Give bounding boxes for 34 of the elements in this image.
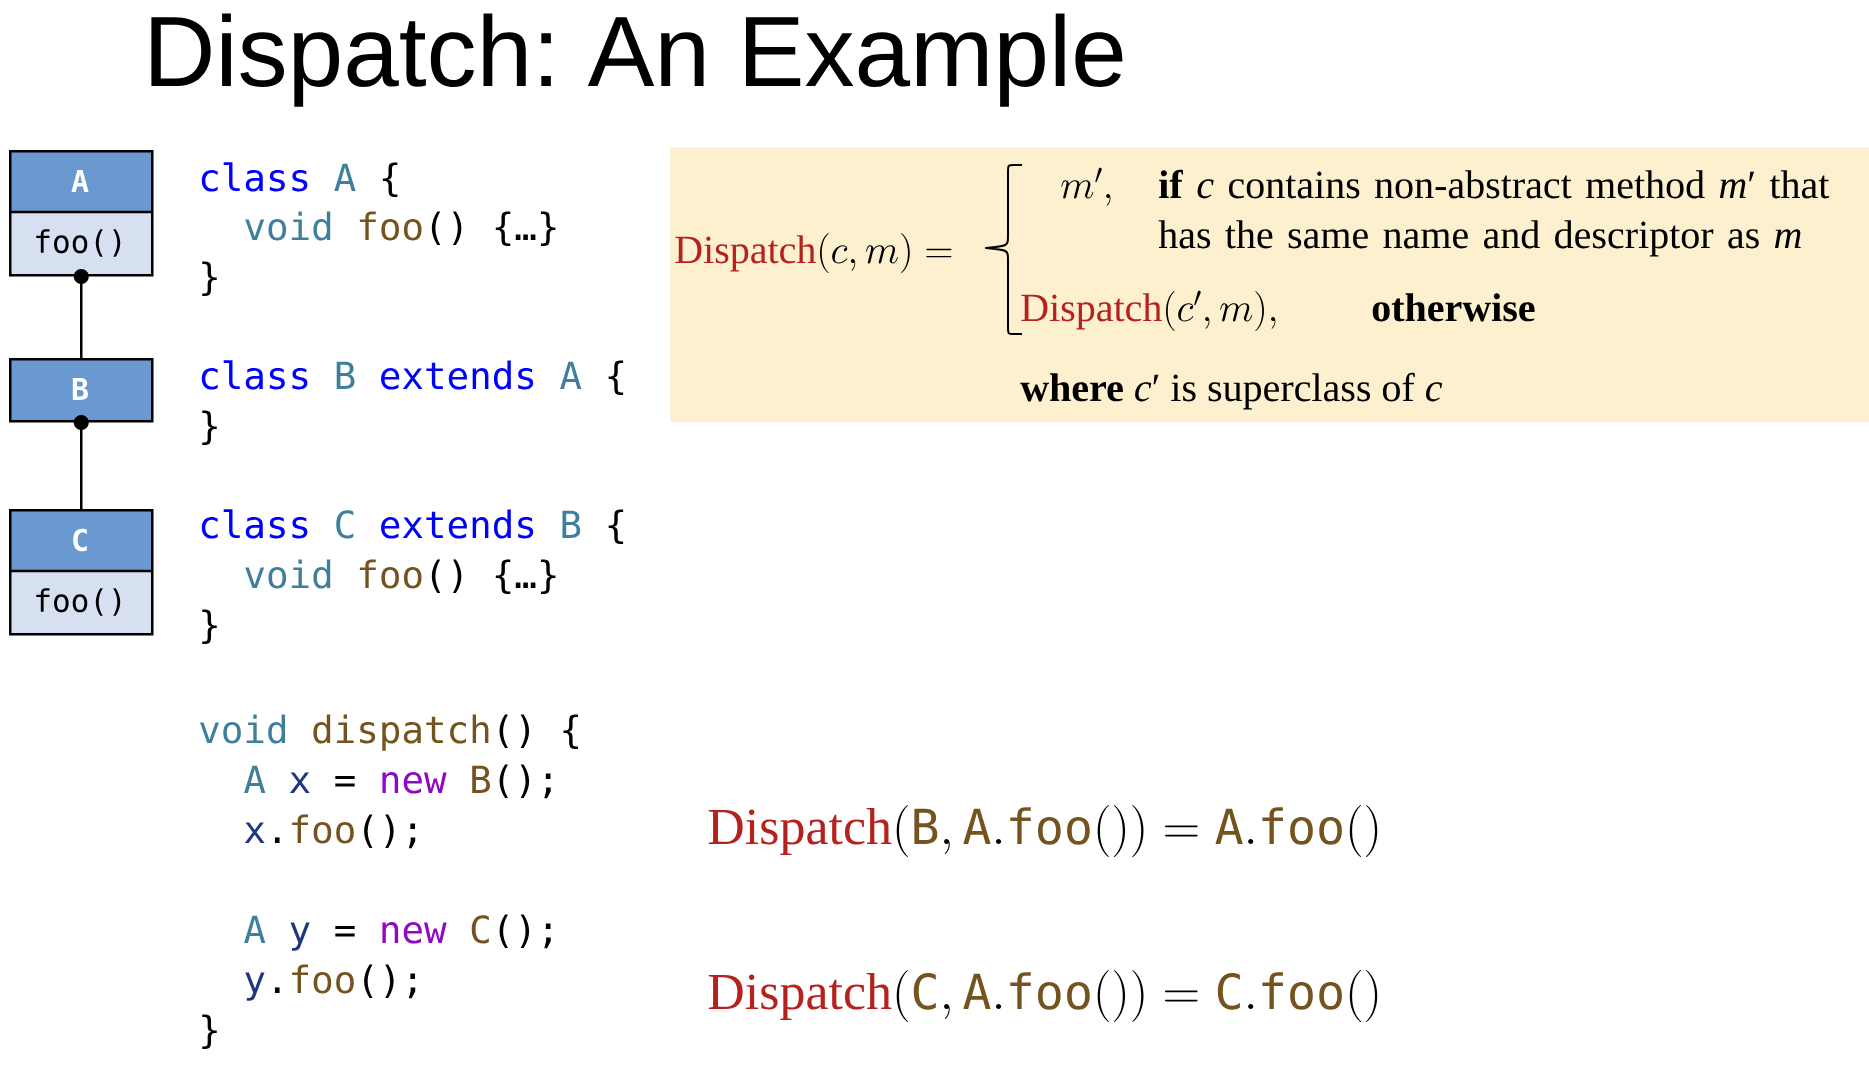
code-line: class A { — [201, 162, 398, 198]
code-line: void foo() {…} — [245, 211, 556, 247]
code-line: class B extends A { — [201, 360, 624, 396]
class-name: B — [72, 378, 88, 400]
connector-line — [73, 269, 89, 358]
method-name: foo() — [36, 229, 121, 257]
class-box — [9, 358, 154, 423]
code-line: void dispatch() { — [200, 714, 578, 751]
class-name: A — [71, 170, 89, 192]
code-line: y.foo(); — [245, 964, 416, 1001]
code-line: A x = new B(); — [244, 764, 551, 799]
code-line: x.foo(); — [244, 814, 416, 849]
code-line: } — [202, 410, 217, 446]
condition-text: otherwise — [1372, 293, 1535, 322]
class-name: C — [73, 528, 87, 552]
code-line: } — [202, 609, 217, 645]
code-line: A y = new C(); — [244, 914, 551, 951]
class-box — [9, 509, 154, 636]
note-text: where c′ is superclass of c — [1020, 372, 1443, 410]
code-line: } — [202, 1014, 217, 1050]
formula: $m',$ — [1061, 167, 1111, 206]
connector-line — [73, 415, 89, 509]
code-line: } — [202, 261, 217, 297]
method-name: foo() — [36, 588, 121, 616]
condition-text: if c contains non-abstract method m′ that has the same name and descriptor as m — [1158, 169, 1830, 257]
title: Dispatch: An Example — [151, 13, 1123, 107]
formula: $\mathrm{Dispatch}(c, m) =$ — [675, 233, 952, 273]
formula: $\mathrm{Dispatch}(c', m),$ — [1021, 290, 1276, 331]
definition-panel — [670, 147, 1869, 423]
class-box — [9, 150, 154, 277]
formula: $\mathrm{Dispatch}(\mathtt{B}, \mathtt{A.foo()}) = \mathtt{A.foo()}$ — [708, 805, 1378, 857]
code-line: class C extends B { — [201, 509, 624, 545]
code-line: void foo() {…} — [245, 559, 556, 595]
formula: $\mathrm{Dispatch}(\mathtt{C}, \mathtt{A.foo()}) = \mathtt{C.foo()}$ — [708, 970, 1378, 1022]
